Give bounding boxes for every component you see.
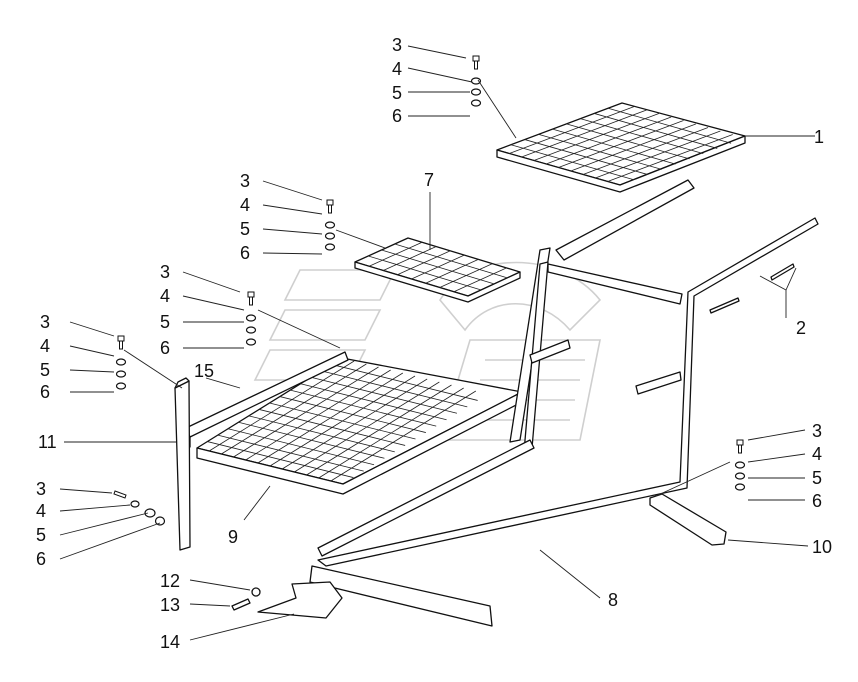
label-1: 1 (814, 127, 824, 147)
part-1-upper-grille (496, 102, 746, 193)
washer-icon (115, 370, 127, 378)
loose-fastener-set (113, 490, 166, 526)
label-5: 5 (40, 360, 50, 380)
washer-icon (734, 472, 746, 480)
label-11: 11 (38, 432, 57, 452)
label-13: 13 (160, 595, 180, 615)
part-8-frame (309, 179, 819, 627)
label-3: 3 (40, 312, 50, 332)
washer-icon (324, 243, 336, 251)
label-6: 6 (36, 549, 46, 569)
washer-icon (245, 338, 257, 346)
label-7: 7 (424, 170, 434, 190)
washer-icon (470, 88, 482, 96)
bolt-icon (247, 291, 255, 306)
label-10: 10 (812, 537, 832, 557)
label-6: 6 (40, 382, 50, 402)
washer-icon (115, 358, 127, 366)
part-7-small-grille (354, 237, 521, 303)
bolt-icon (472, 55, 480, 70)
label-5: 5 (812, 468, 822, 488)
label-5: 5 (36, 525, 46, 545)
washer-icon (245, 314, 257, 322)
part-14-angle-bracket (231, 581, 343, 619)
label-6: 6 (240, 243, 250, 263)
label-3: 3 (240, 171, 250, 191)
washer-icon (245, 326, 257, 334)
label-5: 5 (160, 312, 170, 332)
label-3: 3 (160, 262, 170, 282)
washer-icon (734, 461, 746, 469)
label-15: 15 (194, 361, 214, 381)
bolt-icon (736, 439, 744, 454)
label-2: 2 (796, 318, 806, 338)
leader-lines (59, 45, 815, 641)
part-9-large-grille (196, 357, 523, 495)
part-2-pins (709, 263, 795, 314)
part-10-plate (649, 493, 727, 546)
label-4: 4 (392, 59, 402, 79)
label-3: 3 (812, 421, 822, 441)
washer-icon (734, 483, 746, 491)
label-6: 6 (160, 338, 170, 358)
label-6: 6 (392, 106, 402, 126)
label-4: 4 (812, 444, 822, 464)
label-4: 4 (160, 286, 170, 306)
washer-icon (324, 232, 336, 240)
fastener-stacks (113, 55, 746, 526)
part-labels: 3 4 5 6 1 7 3 4 5 6 3 4 5 6 15 3 4 5 6 1… (36, 35, 832, 652)
label-3: 3 (36, 479, 46, 499)
washer-icon (470, 99, 482, 107)
label-5: 5 (392, 83, 402, 103)
label-4: 4 (40, 336, 50, 356)
label-6: 6 (812, 491, 822, 511)
label-9: 9 (228, 527, 238, 547)
part-11-bracket (174, 377, 191, 551)
label-4: 4 (36, 501, 46, 521)
bolt-icon (326, 199, 334, 214)
label-3: 3 (392, 35, 402, 55)
washer-icon (324, 221, 336, 229)
label-8: 8 (608, 590, 618, 610)
part-12-washer (251, 587, 261, 597)
bolt-icon (117, 335, 125, 350)
label-14: 14 (160, 632, 180, 652)
part-13-bolt (231, 598, 251, 611)
label-12: 12 (160, 571, 180, 591)
label-4: 4 (240, 195, 250, 215)
washer-icon (470, 77, 482, 85)
washer-icon (115, 382, 127, 390)
label-5: 5 (240, 219, 250, 239)
